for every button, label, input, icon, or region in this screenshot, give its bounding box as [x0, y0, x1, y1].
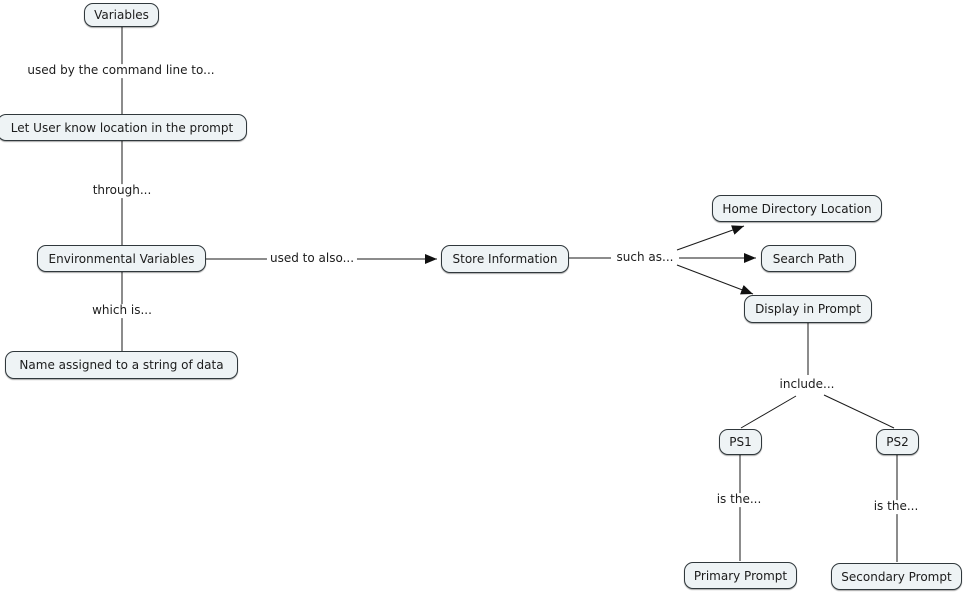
concept-node-primary-prompt[interactable]: Primary Prompt	[684, 562, 797, 589]
concept-node-label: Variables	[94, 8, 149, 22]
linking-phrase-is-the-ps1[interactable]: is the...	[713, 492, 765, 507]
concept-node-search-path[interactable]: Search Path	[761, 245, 856, 272]
concept-node-label: Secondary Prompt	[841, 569, 952, 584]
concept-node-label: Display in Prompt	[755, 302, 861, 316]
concept-node-variables[interactable]: Variables	[84, 3, 159, 27]
linking-phrase-such-as[interactable]: such as...	[613, 250, 677, 265]
concept-node-label: Environmental Variables	[48, 251, 195, 266]
connector-line	[823, 394, 895, 429]
concept-node-label: Home Directory Location	[722, 201, 872, 216]
linking-phrase-is-the-ps2[interactable]: is the...	[870, 499, 922, 514]
concept-node-secondary-prompt[interactable]: Secondary Prompt	[831, 563, 962, 590]
concept-node-label: Primary Prompt	[693, 568, 788, 583]
concept-node-label: Store Information	[452, 252, 558, 266]
concept-node-display-in-prompt[interactable]: Display in Prompt	[744, 295, 872, 323]
linking-phrase-which-is[interactable]: which is...	[89, 303, 155, 318]
connector-arrow-line	[676, 264, 754, 295]
linking-phrase-used-to-also[interactable]: used to also...	[266, 251, 358, 266]
concept-node-label: PS1	[729, 435, 752, 449]
concept-node-label: PS2	[886, 435, 909, 449]
connector-line	[740, 395, 797, 429]
linking-phrase-used-by-command-line[interactable]: used by the command line to...	[24, 63, 218, 78]
concept-node-ps2[interactable]: PS2	[876, 429, 919, 455]
linking-phrase-through[interactable]: through...	[89, 183, 155, 198]
concept-node-environmental-variables[interactable]: Environmental Variables	[37, 245, 206, 272]
concept-node-let-user-know-location[interactable]: Let User know location in the prompt	[0, 114, 247, 141]
concept-node-ps1[interactable]: PS1	[719, 429, 762, 455]
concept-node-home-directory-location[interactable]: Home Directory Location	[712, 195, 882, 222]
linking-phrase-include[interactable]: include...	[776, 377, 838, 392]
connector-arrow-line	[676, 225, 745, 251]
concept-node-label: Name assigned to a string of data	[19, 358, 224, 372]
concept-node-label: Let User know location in the prompt	[10, 120, 234, 135]
concept-node-store-information[interactable]: Store Information	[441, 245, 569, 273]
concept-node-name-assigned-to-string[interactable]: Name assigned to a string of data	[5, 351, 238, 379]
concept-node-label: Search Path	[772, 251, 845, 266]
